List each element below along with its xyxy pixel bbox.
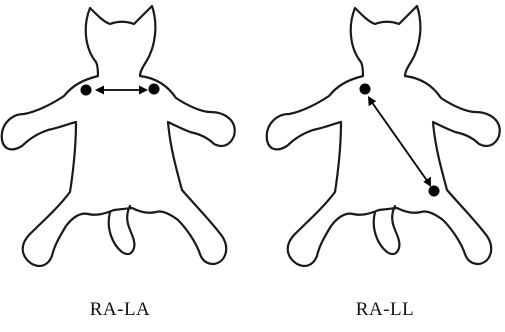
lead-figure-ra-la: RA-LA (0, 0, 240, 332)
lead-caption: RA-LL (265, 299, 505, 321)
electrode-ra (81, 85, 92, 96)
arrowhead-upper-icon (368, 96, 376, 106)
arrowhead-right-icon (139, 86, 148, 95)
cat-body-outline (267, 6, 500, 266)
lead-arrow-ra-ll (371, 101, 428, 182)
cat-body-diagram (265, 0, 505, 300)
cat-body-diagram (0, 0, 240, 300)
lead-caption: RA-LA (0, 299, 240, 321)
lead-figure-ra-ll: RA-LL (265, 0, 505, 332)
arrowhead-left-icon (95, 86, 104, 95)
electrode-ra (360, 84, 371, 95)
cat-body-outline (2, 6, 235, 266)
cat-tail-outline (374, 206, 400, 254)
electrode-ll (429, 186, 440, 197)
electrode-la (149, 84, 160, 95)
cat-tail-outline (109, 206, 135, 254)
